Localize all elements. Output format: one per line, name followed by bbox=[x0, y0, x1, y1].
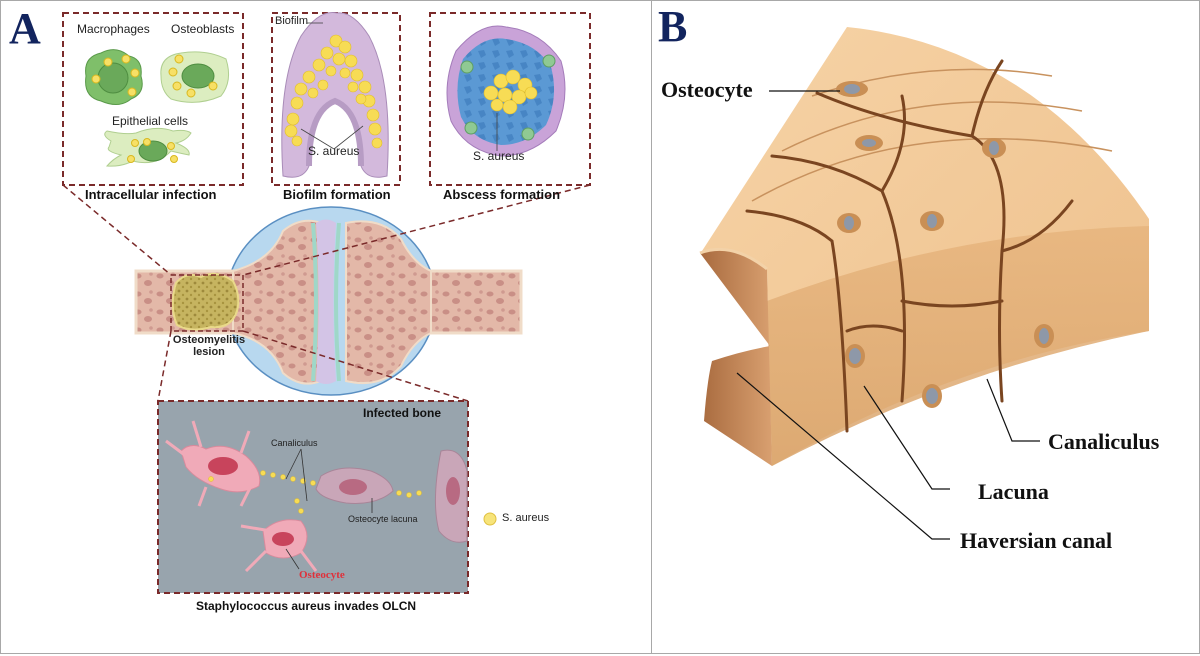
abscess-bacteria-cluster bbox=[483, 69, 538, 115]
label-infected-bone: Infected bone bbox=[363, 406, 442, 420]
biofilm-box bbox=[271, 11, 401, 186]
infected-bone-box bbox=[157, 400, 469, 594]
label-abscess-s-aureus: S. aureus bbox=[473, 149, 525, 163]
osteocyte-cell-2 bbox=[315, 467, 394, 504]
osteomyelitis-lesion bbox=[171, 272, 240, 331]
abscess-neutrophils bbox=[460, 54, 556, 141]
label-lesion-line1: Osteomyelitis bbox=[172, 334, 246, 346]
epithelial-cell bbox=[104, 127, 192, 167]
osteoblast-cell bbox=[160, 51, 230, 103]
label-canaliculus-a: Canaliculus bbox=[271, 438, 318, 448]
panel-a-illustration bbox=[62, 11, 591, 594]
label-leader-lines bbox=[736, 90, 1040, 540]
label-osteoblasts: Osteoblasts bbox=[171, 22, 235, 36]
canaliculi-network bbox=[745, 59, 1074, 433]
legend-s-aureus-label: S. aureus bbox=[502, 512, 550, 524]
caption-intracellular-infection: Intracellular infection bbox=[85, 187, 217, 202]
biofilm-bacteria-cluster bbox=[284, 34, 383, 149]
macrophage-cell bbox=[85, 49, 143, 105]
label-lesion-line2: lesion bbox=[193, 346, 225, 358]
label-lacuna: Lacuna bbox=[978, 479, 1049, 504]
bone-wedge-illustration bbox=[699, 27, 1149, 540]
label-osteocyte-b: Osteocyte bbox=[661, 77, 753, 102]
label-macrophages: Macrophages bbox=[77, 22, 150, 36]
canaliculus-bacteria bbox=[208, 470, 422, 514]
osteocyte-lacunae bbox=[836, 81, 1054, 408]
bone-joint bbox=[134, 206, 523, 396]
caption-abscess-formation: Abscess formation bbox=[443, 187, 561, 202]
panel-letter-a: A bbox=[9, 4, 41, 53]
label-osteomyelitis-lesion: Osteomyelitis lesion bbox=[169, 334, 249, 358]
label-epithelial-cells: Epithelial cells bbox=[112, 114, 189, 128]
legend-s-aureus-dot bbox=[483, 512, 497, 526]
label-biofilm-s-aureus: S. aureus bbox=[308, 144, 360, 158]
zoom-connector-lines bbox=[62, 184, 591, 402]
osteocyte-cell-1 bbox=[165, 420, 261, 507]
caption-infected-bone: Staphylococcus aureus invades OLCN bbox=[196, 599, 417, 613]
label-haversian-canal: Haversian canal bbox=[960, 528, 1113, 553]
osteocyte-cell-3 bbox=[240, 519, 318, 573]
osteocyte-cell-4 bbox=[434, 449, 468, 543]
label-biofilm: Biofilm bbox=[275, 15, 309, 27]
intracellular-box bbox=[62, 12, 244, 186]
abscess-box bbox=[429, 12, 591, 186]
panel-letter-b: B bbox=[658, 2, 688, 51]
label-canaliculus-b: Canaliculus bbox=[1048, 429, 1160, 454]
panel-a: A bbox=[0, 0, 651, 654]
caption-biofilm-formation: Biofilm formation bbox=[283, 187, 391, 202]
label-osteocyte-red: Osteocyte bbox=[299, 569, 345, 581]
label-osteocyte-lacuna: Osteocyte lacuna bbox=[348, 514, 418, 524]
panel-b: B bbox=[651, 0, 1200, 654]
